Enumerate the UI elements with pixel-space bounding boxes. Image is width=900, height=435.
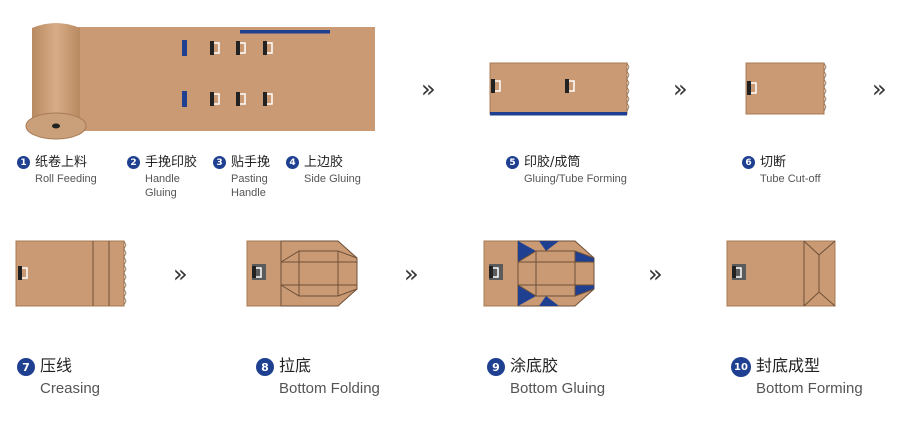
bottom-gluing-illustration — [483, 240, 595, 307]
creasing-illustration — [15, 240, 127, 307]
step-number-badge: 1 — [17, 156, 30, 169]
paper-web — [75, 27, 375, 131]
step-number-badge: 5 — [506, 156, 519, 169]
step-number-badge: 4 — [286, 156, 299, 169]
handle-icon-row-bottom — [210, 92, 273, 106]
flow-arrow-4: » — [173, 260, 188, 288]
step-number-badge: 3 — [213, 156, 226, 169]
flow-arrow-6: » — [648, 260, 663, 288]
step-number-badge: 9 — [487, 358, 505, 376]
handle-glue-mark-top — [182, 40, 187, 56]
roll-feeding-illustration — [25, 23, 375, 140]
bottom-folding-illustration — [246, 240, 358, 307]
flow-arrow-5: » — [404, 260, 419, 288]
tube-forming-illustration — [489, 62, 630, 116]
step-number-badge: 6 — [742, 156, 755, 169]
bottom-forming-illustration — [726, 240, 836, 307]
flow-arrow-2: » — [673, 75, 688, 103]
step-number-badge: 7 — [17, 358, 35, 376]
step-number-badge: 8 — [256, 358, 274, 376]
tube-cutoff-illustration — [745, 62, 827, 115]
roll-core — [52, 123, 60, 129]
side-glue-strip — [240, 30, 330, 34]
paper-roll — [32, 23, 80, 131]
step-number-badge: 10 — [731, 357, 751, 377]
handle-glue-mark-bottom — [182, 91, 187, 107]
flow-arrow-3: » — [872, 75, 887, 103]
flow-arrow-1: » — [421, 75, 436, 103]
step-number-badge: 2 — [127, 156, 140, 169]
handle-icon-row-top — [210, 41, 273, 55]
